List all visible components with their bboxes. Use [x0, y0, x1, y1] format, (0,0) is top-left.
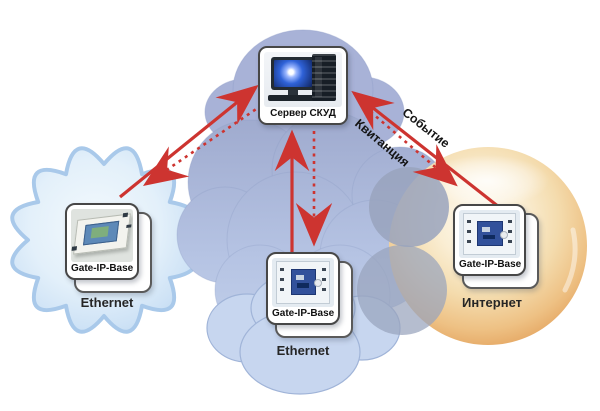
controller-enclosure	[276, 261, 330, 304]
controller-photo	[272, 258, 334, 307]
controller-node-bottom: Gate-IP-Base	[266, 252, 353, 338]
internet-label: Интернет	[461, 295, 522, 310]
controller-photo	[459, 210, 520, 258]
cloud-over-sphere-lobe	[369, 167, 449, 247]
server-computer-image	[264, 52, 342, 107]
receipt-arrow-right	[358, 101, 458, 187]
controller-node-right: Gate-IP-Base	[453, 204, 539, 289]
controller-enclosure	[72, 213, 132, 255]
receipt-arrow-left	[142, 99, 269, 187]
server-card: Сервер СКУД	[258, 46, 348, 125]
controller-pcb	[290, 269, 317, 296]
event-arrow-left	[118, 84, 259, 199]
led-dot	[499, 230, 508, 239]
server-node: Сервер СКУД	[258, 46, 348, 125]
controller-enclosure	[463, 213, 516, 255]
arrows	[118, 84, 500, 252]
server-tower-icon	[312, 54, 336, 101]
server-label: Сервер СКУД	[270, 108, 336, 119]
controller-pcb	[83, 221, 120, 246]
controller-pcb	[477, 221, 503, 247]
controller-photo	[71, 209, 133, 262]
controller-card: Gate-IP-Base	[65, 203, 139, 280]
led-dot	[313, 279, 322, 288]
controller-label: Gate-IP-Base	[272, 308, 335, 319]
keyboard-icon	[268, 95, 320, 101]
controller-label: Gate-IP-Base	[71, 263, 134, 274]
controller-card: Gate-IP-Base	[453, 204, 526, 276]
cloud-over-sphere-lobe	[357, 245, 447, 335]
ethernet-left-label: Ethernet	[80, 295, 134, 310]
controller-label: Gate-IP-Base	[459, 259, 522, 270]
controller-card: Gate-IP-Base	[266, 252, 340, 325]
controller-node-left: Gate-IP-Base	[65, 203, 152, 293]
monitor-icon	[271, 57, 315, 90]
ethernet-bottom-label: Ethernet	[276, 343, 330, 358]
